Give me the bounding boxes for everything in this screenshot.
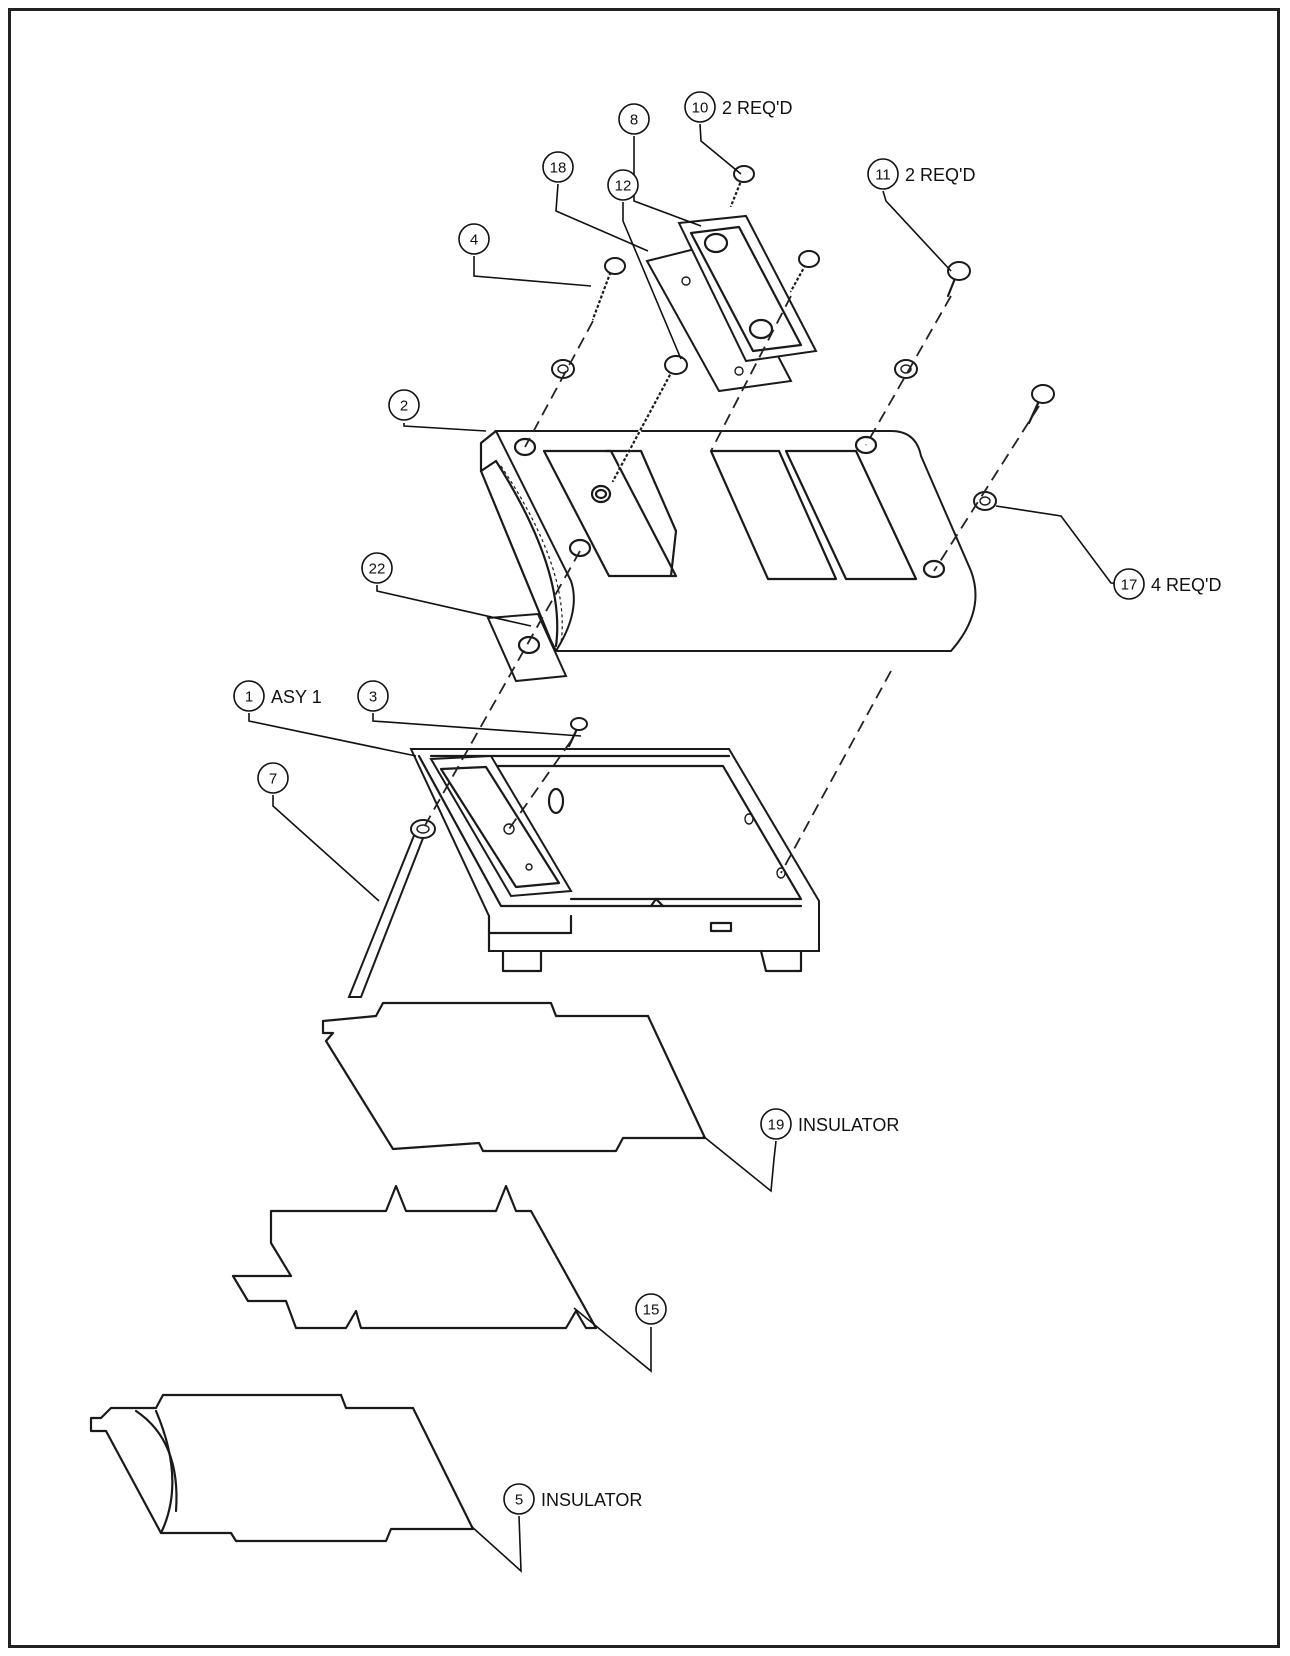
washers	[551, 359, 997, 511]
callout-7: 7	[257, 762, 289, 794]
callout-number: 5	[515, 1492, 523, 1509]
callout-circle	[503, 1483, 535, 1515]
cover-housing	[479, 429, 977, 653]
screw-right	[1027, 384, 1055, 425]
callout-circle	[684, 91, 716, 123]
long-screw	[611, 355, 688, 483]
small-screw	[567, 717, 588, 748]
insulator-19	[321, 1001, 707, 1153]
callout-circle	[458, 223, 490, 255]
callout-note: ASY 1	[271, 687, 322, 707]
callout-5: 5 INSULATOR	[503, 1483, 642, 1515]
callout-1: 1 ASY 1	[233, 680, 322, 712]
callout-circle	[257, 762, 289, 794]
callout-number: 3	[369, 689, 377, 706]
callout-12: 12	[607, 169, 639, 201]
pin	[347, 819, 436, 998]
callout-number: 17	[1121, 577, 1138, 594]
screw-10	[729, 165, 755, 208]
assembly-lines	[422, 295, 1040, 874]
callout-circle	[542, 151, 574, 183]
callout-note: 2 REQ'D	[722, 98, 792, 118]
cover-plate	[677, 214, 818, 363]
callout-10: 10 2 REQ'D	[684, 91, 792, 123]
callout-circle	[357, 680, 389, 712]
callout-circle	[760, 1108, 792, 1140]
callout-19: 19 INSULATOR	[760, 1108, 899, 1140]
callout-circle	[233, 680, 265, 712]
callout-18: 18	[542, 151, 574, 183]
callout-note: INSULATOR	[798, 1115, 899, 1135]
callout-number: 7	[269, 771, 277, 788]
callout-15: 15	[635, 1293, 667, 1325]
callout-circle	[388, 389, 420, 421]
callout-number: 19	[768, 1117, 785, 1134]
callout-22: 22	[361, 552, 393, 584]
callout-circle	[635, 1293, 667, 1325]
callout-number: 8	[630, 112, 638, 129]
callout-number: 2	[400, 398, 408, 415]
callout-circle	[607, 169, 639, 201]
callout-number: 10	[692, 100, 709, 117]
screw-4	[591, 257, 626, 321]
callout-circle	[1113, 568, 1145, 600]
callout-8: 8	[618, 103, 650, 135]
callout-number: 4	[470, 232, 478, 249]
chassis-assembly	[409, 748, 820, 973]
callout-4: 4	[458, 223, 490, 255]
callout-circle	[867, 158, 899, 190]
callout-number: 11	[875, 167, 891, 184]
screw-extra	[789, 250, 820, 293]
callout-11: 11 2 REQ'D	[867, 158, 975, 190]
callout-circle	[618, 103, 650, 135]
part-15	[231, 1184, 598, 1330]
callout-balloons: 10 2 REQ'D 8 18 12 11 2 REQ'D 4 2 17 4 REQ'D 22 3 1 AS…	[233, 91, 1221, 1515]
callout-note: 4 REQ'D	[1151, 575, 1221, 595]
callout-2: 2	[388, 389, 420, 421]
drawing-sheet: 10 2 REQ'D 8 18 12 11 2 REQ'D 4 2 17 4 REQ'D 22 3 1 AS…	[8, 8, 1280, 1648]
callout-number: 18	[550, 160, 567, 177]
callout-number: 12	[615, 178, 632, 195]
callout-number: 22	[369, 561, 386, 578]
insulator-5	[89, 1393, 475, 1543]
leader-lines	[248, 123, 1130, 1573]
callout-note: INSULATOR	[541, 1490, 642, 1510]
callout-circle	[361, 552, 393, 584]
callout-3: 3	[357, 680, 389, 712]
screw-11	[946, 261, 971, 298]
pad	[486, 612, 568, 683]
callout-note: 2 REQ'D	[905, 165, 975, 185]
callout-number: 15	[643, 1302, 660, 1319]
callout-number: 1	[245, 689, 253, 706]
callout-17: 17 4 REQ'D	[1113, 568, 1221, 600]
exploded-assembly-diagram: 10 2 REQ'D 8 18 12 11 2 REQ'D 4 2 17 4 REQ'D 22 3 1 AS…	[89, 91, 1221, 1573]
